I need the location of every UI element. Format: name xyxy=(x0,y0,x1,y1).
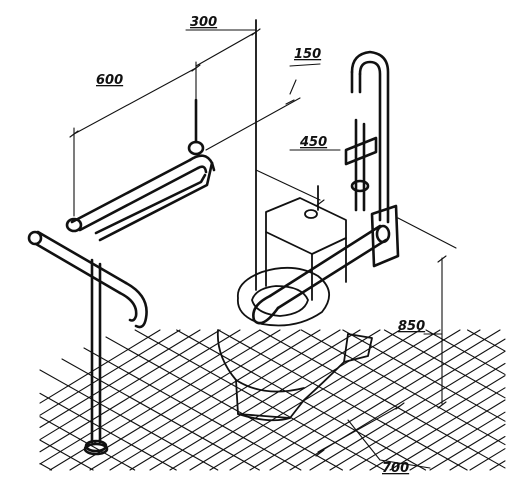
floor-tile-line xyxy=(39,329,241,453)
floor-tile-line xyxy=(89,329,321,471)
wall-grab-bar xyxy=(65,98,216,242)
dimension-label-600: 600 xyxy=(96,73,123,88)
floor-tile-line xyxy=(105,336,343,471)
floor-tile-line xyxy=(134,329,385,471)
floor-tile-line xyxy=(269,329,501,471)
floor-tile-line xyxy=(449,435,506,471)
floor-tile-line xyxy=(149,329,381,471)
floor-tile-line xyxy=(467,329,506,352)
floor-tile-line xyxy=(109,329,341,471)
floor-tile-line xyxy=(39,462,53,471)
floor-tile-line xyxy=(217,329,468,471)
floor-tile-line xyxy=(176,329,427,471)
floor-tile-line xyxy=(39,329,201,428)
floor-tile-line xyxy=(349,375,506,471)
floor-tile-line xyxy=(429,423,506,471)
floor-tile-line xyxy=(229,329,461,471)
floor-tile-line xyxy=(389,399,506,471)
dimension-label-150: 150 xyxy=(294,47,321,62)
dimension-label-850: 850 xyxy=(398,319,425,334)
floor-tile-line xyxy=(209,329,441,471)
floor-tile-line xyxy=(39,392,177,471)
floor-tile-line xyxy=(39,369,219,471)
floor-tile-line xyxy=(39,329,221,441)
floor-tile-line xyxy=(409,411,506,471)
floor-tile-line xyxy=(39,439,94,471)
floor-tile-line xyxy=(469,448,506,471)
floor-tile-line xyxy=(69,329,301,471)
floor-tile-line xyxy=(329,362,506,471)
floor-tile-line xyxy=(425,329,506,375)
dimension-label-300: 300 xyxy=(190,15,217,30)
floor-tile-grid xyxy=(39,329,506,471)
floor-tile-line xyxy=(39,329,261,465)
floor-tile-line xyxy=(369,387,506,471)
dimension-label-700: 700 xyxy=(382,461,409,476)
floor-tile-line xyxy=(342,329,506,422)
dimension-lines xyxy=(69,28,457,469)
floor-tile-line xyxy=(309,350,506,471)
dimension-label-450: 450 xyxy=(299,135,327,150)
floor-tile-line xyxy=(489,460,506,471)
toilet xyxy=(216,185,373,422)
floor-tile-line xyxy=(129,329,361,471)
floor-tile-line xyxy=(83,347,302,471)
floor-tile-line xyxy=(259,329,506,469)
swing-up-grab-bar xyxy=(252,50,400,325)
floor-tile-line xyxy=(39,329,181,416)
floor-tile-line xyxy=(300,329,506,446)
floor-grab-bar xyxy=(27,230,148,456)
floor-tile-line xyxy=(169,329,401,471)
